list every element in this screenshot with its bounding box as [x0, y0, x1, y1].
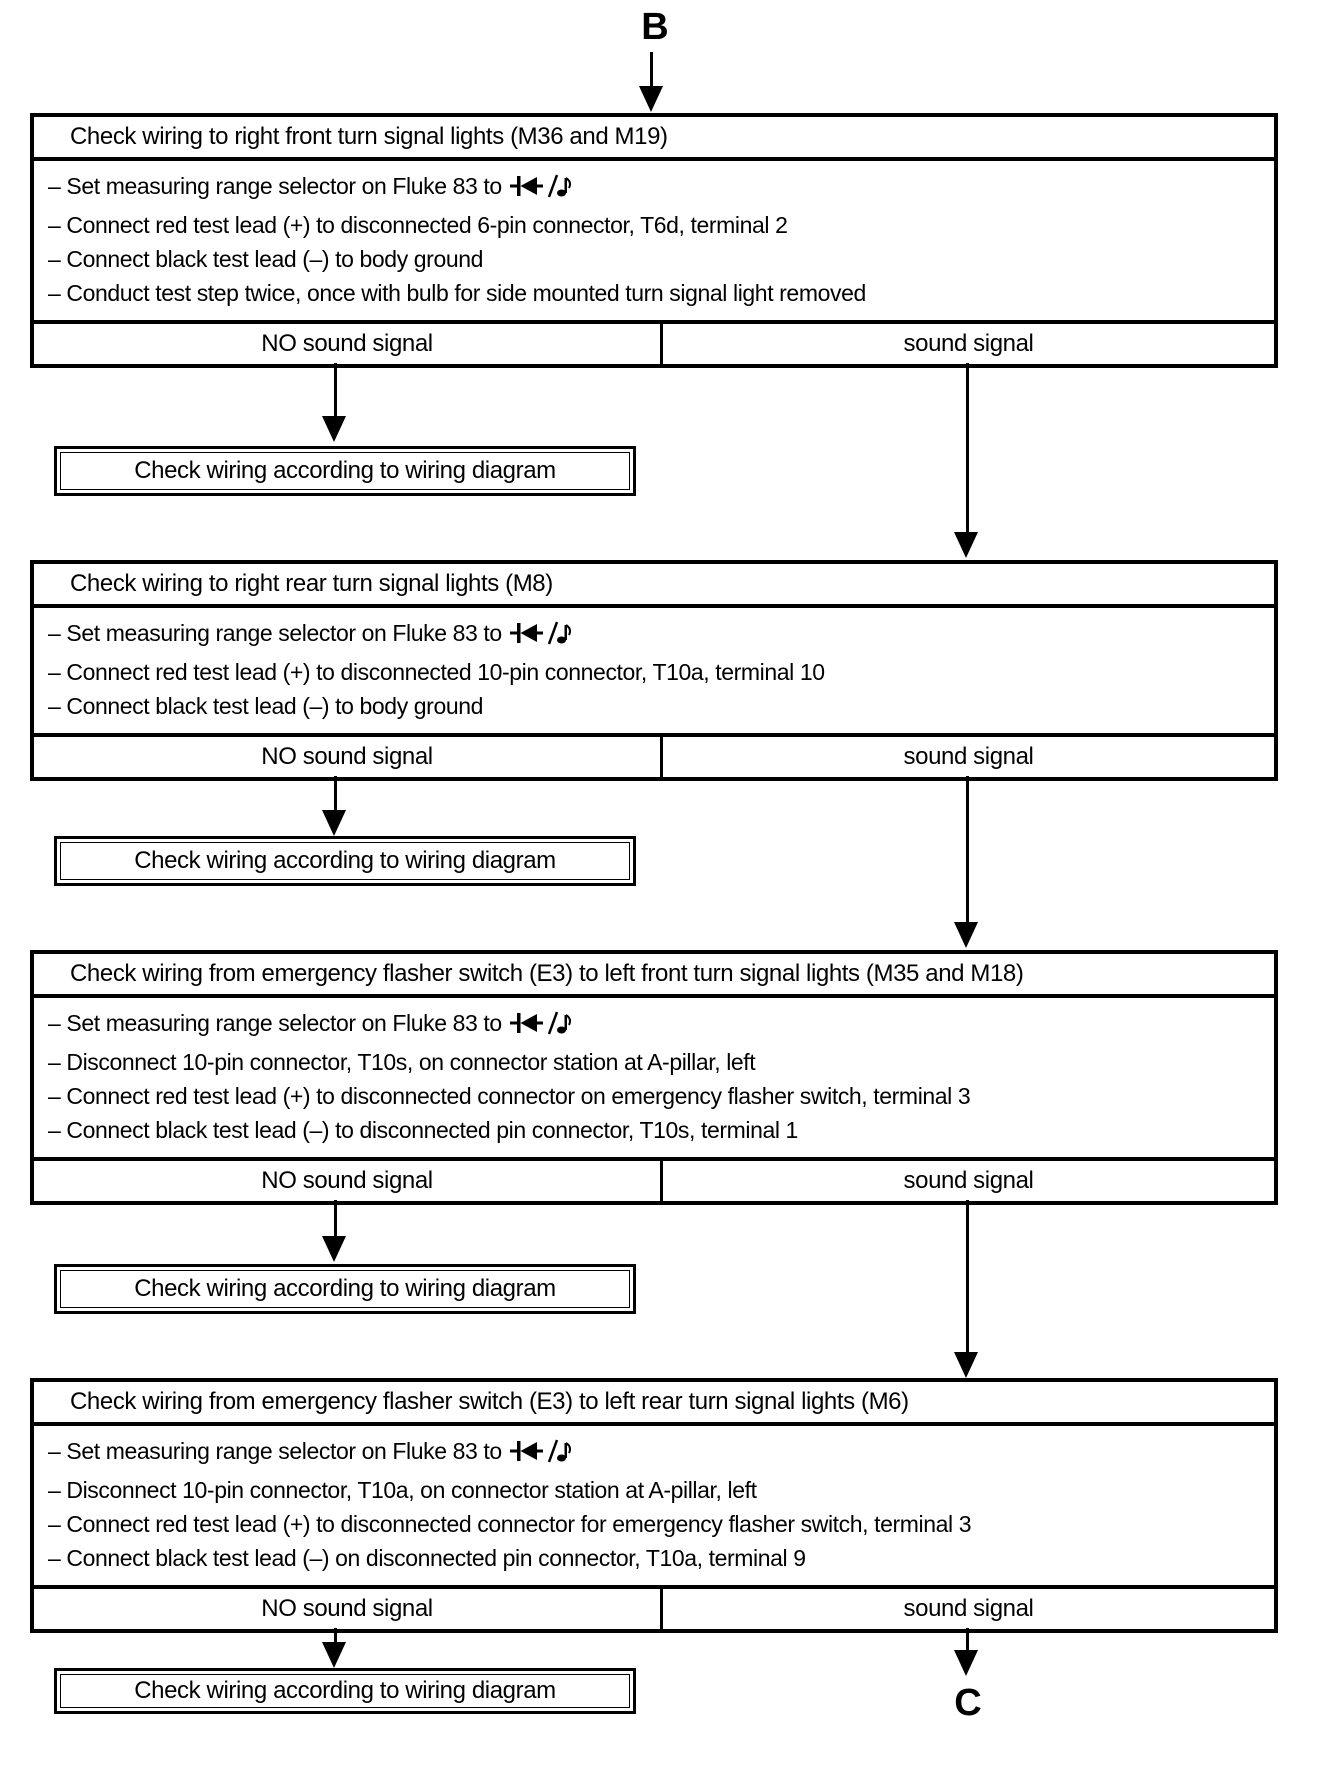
no-sound-connector-line [334, 363, 337, 419]
no-sound-connector-line [334, 1200, 337, 1238]
outcome-sound-cell: sound signal [660, 1161, 1274, 1201]
outcome-sound-cell: sound signal [660, 737, 1274, 777]
instruction-line: – Connect black test lead (–) on disconn… [48, 1545, 806, 1571]
entry-label: B [641, 6, 669, 48]
sound-connector-line [966, 1200, 969, 1354]
instruction-line: – Connect red test lead (+) to disconnec… [48, 1083, 971, 1109]
wiring-note-box: Check wiring according to wiring diagram [54, 836, 636, 886]
diode-continuity-icon [509, 1438, 572, 1473]
step-title: Check wiring from emergency flasher swit… [34, 954, 1274, 998]
outcome-row: NO sound signal sound signal [34, 1161, 1274, 1201]
down-arrowhead-icon [322, 416, 346, 442]
instruction-line: – Connect black test lead (–) to disconn… [48, 1117, 798, 1143]
outcome-row: NO sound signal sound signal [34, 1589, 1274, 1629]
no-sound-connector-line [334, 776, 337, 812]
diode-continuity-icon [509, 620, 572, 655]
down-arrowhead-icon [954, 922, 978, 948]
step-title: Check wiring to right front turn signal … [34, 117, 1274, 161]
outcome-sound-cell: sound signal [660, 324, 1274, 364]
outcome-row: NO sound signal sound signal [34, 737, 1274, 777]
step-instructions: – Set measuring range selector on Fluke … [34, 161, 1274, 324]
sound-connector-line [966, 1628, 969, 1652]
step-box-left-rear: Check wiring from emergency flasher swit… [30, 1378, 1278, 1633]
outcome-row: NO sound signal sound signal [34, 324, 1274, 364]
outcome-sound-cell: sound signal [660, 1589, 1274, 1629]
instruction-line: – Set measuring range selector on Fluke … [48, 616, 1266, 655]
down-arrowhead-icon [954, 1352, 978, 1378]
step-box-left-front: Check wiring from emergency flasher swit… [30, 950, 1278, 1205]
outcome-no-sound-cell: NO sound signal [261, 1167, 433, 1194]
down-arrowhead-icon [639, 86, 663, 112]
outcome-no-sound-cell: NO sound signal [261, 330, 433, 357]
instruction-line: – Set measuring range selector on Fluke … [48, 1434, 1266, 1473]
outcome-no-sound-cell: NO sound signal [261, 743, 433, 770]
instruction-line: – Set measuring range selector on Fluke … [48, 169, 1266, 208]
step-title: Check wiring from emergency flasher swit… [34, 1382, 1274, 1426]
wiring-note-box: Check wiring according to wiring diagram [54, 1264, 636, 1314]
down-arrowhead-icon [322, 1642, 346, 1668]
no-sound-connector-line [334, 1628, 337, 1644]
sound-connector-line [966, 776, 969, 924]
wiring-note-box: Check wiring according to wiring diagram [54, 1668, 636, 1714]
exit-label: C [954, 1682, 982, 1724]
diode-continuity-icon [509, 1010, 572, 1045]
instruction-line: – Connect black test lead (–) to body gr… [48, 693, 484, 719]
step-box-right-front: Check wiring to right front turn signal … [30, 113, 1278, 368]
down-arrowhead-icon [954, 532, 978, 558]
instruction-line: – Conduct test step twice, once with bul… [48, 280, 866, 306]
instruction-line: – Connect red test lead (+) to disconnec… [48, 1511, 972, 1537]
step-box-right-rear: Check wiring to right rear turn signal l… [30, 560, 1278, 781]
step-instructions: – Set measuring range selector on Fluke … [34, 998, 1274, 1161]
entry-connector-line [650, 52, 653, 88]
step-instructions: – Set measuring range selector on Fluke … [34, 608, 1274, 737]
step-instructions: – Set measuring range selector on Fluke … [34, 1426, 1274, 1589]
step-title: Check wiring to right rear turn signal l… [34, 564, 1274, 608]
sound-connector-line [966, 363, 969, 535]
down-arrowhead-icon [954, 1650, 978, 1676]
instruction-line: – Connect red test lead (+) to disconnec… [48, 659, 825, 685]
wiring-note-box: Check wiring according to wiring diagram [54, 446, 636, 496]
down-arrowhead-icon [322, 810, 346, 836]
outcome-no-sound-cell: NO sound signal [261, 1595, 433, 1622]
down-arrowhead-icon [322, 1236, 346, 1262]
instruction-line: – Disconnect 10-pin connector, T10s, on … [48, 1049, 756, 1075]
diode-continuity-icon [509, 173, 572, 208]
instruction-line: – Disconnect 10-pin connector, T10a, on … [48, 1477, 757, 1503]
instruction-line: – Connect red test lead (+) to disconnec… [48, 212, 788, 238]
instruction-line: – Connect black test lead (–) to body gr… [48, 246, 484, 272]
instruction-line: – Set measuring range selector on Fluke … [48, 1006, 1266, 1045]
